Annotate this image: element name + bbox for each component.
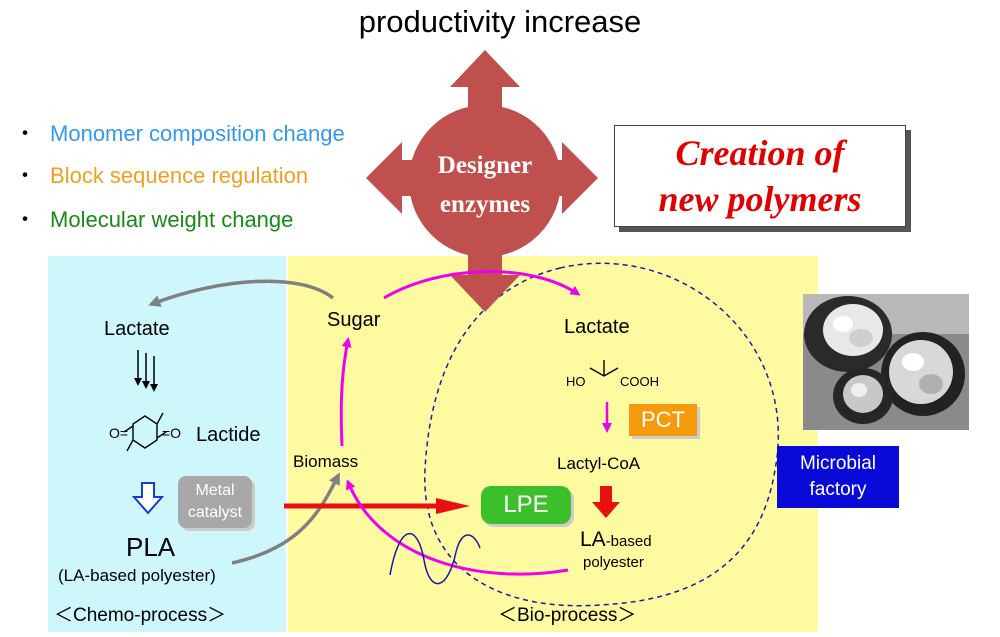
pla-to-biomass-gray-arrow xyxy=(231,472,340,565)
chemo-process-panel xyxy=(48,256,286,632)
bio-process-panel xyxy=(288,256,818,632)
lactylcoa-to-polyester-arrow xyxy=(592,486,620,518)
chemo-process-label: ＜Chemo-process＞ xyxy=(54,605,227,626)
bullet-block-sequence: ・Block sequence regulation xyxy=(14,163,309,188)
polyester-label: polyester xyxy=(583,554,644,571)
pla-label: PLA xyxy=(126,532,176,562)
creation-of-new-polymers-box: Creation of new polymers xyxy=(614,125,906,227)
chemo-lactate-label: Lactate xyxy=(104,318,170,340)
metal-catalyst-badge: Metal catalyst xyxy=(178,476,252,528)
pla-subtitle: (LA-based polyester) xyxy=(58,566,216,585)
designer-enzymes-label: Designer enzymes xyxy=(437,152,533,218)
lactide-o-right: =O xyxy=(162,425,182,441)
bullet-dot: ・ xyxy=(14,207,37,232)
sugar-to-lactate-magenta-arrow xyxy=(383,270,581,300)
microbial-cell-micrograph xyxy=(803,294,969,430)
la-based-label: LA-based xyxy=(580,528,652,551)
lactide-o-left: O= xyxy=(109,425,129,441)
bullet-dot: ・ xyxy=(14,163,37,188)
lpe-enzyme-badge: LPE xyxy=(481,486,571,524)
productivity-increase-title: productivity increase xyxy=(358,4,642,39)
sugar-label: Sugar xyxy=(327,309,381,331)
bullet-molecular-weight: ・Molecular weight change xyxy=(14,207,294,232)
cooh-label: COOH xyxy=(620,374,659,389)
microbial-factory-badge: Microbial factory xyxy=(777,446,899,508)
lactyl-coa-label: Lactyl-CoA xyxy=(557,454,641,473)
bullet-dot: ・ xyxy=(14,121,37,146)
red-transfer-arrow xyxy=(284,498,470,514)
bio-process-label: ＜Bio-process＞ xyxy=(498,605,637,626)
polymer-chain-squiggle xyxy=(389,532,481,585)
bullet-monomer-composition: ・Monomer composition change xyxy=(14,121,345,146)
polyester-to-biomass-magenta-arrow xyxy=(346,479,569,576)
biomass-to-sugar-magenta-arrow xyxy=(339,337,352,447)
sugar-to-lactate-gray-arrow xyxy=(148,279,335,307)
lactate-to-lactide-arrows xyxy=(134,350,158,392)
lactide-structure xyxy=(123,412,167,452)
designer-enzyme-cross-arrow xyxy=(366,50,598,312)
lactide-label: Lactide xyxy=(196,424,261,446)
lactide-to-pla-arrow xyxy=(131,482,165,515)
pct-enzyme-badge: PCT xyxy=(629,404,697,436)
biomass-label: Biomass xyxy=(293,452,359,471)
bio-lactate-label: Lactate xyxy=(564,316,630,338)
ho-label: HO xyxy=(566,374,586,389)
